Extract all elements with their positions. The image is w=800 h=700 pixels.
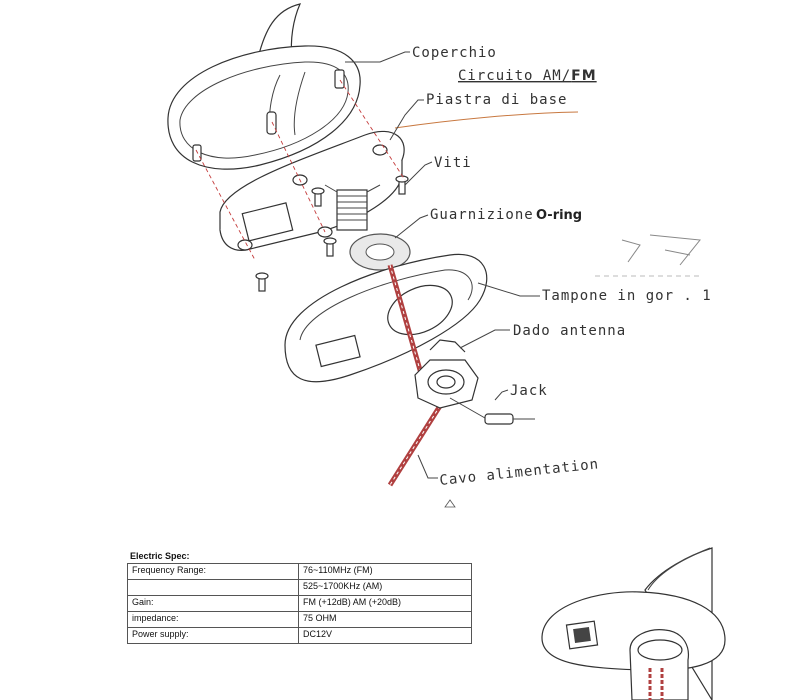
table-row: Frequency Range:76~110MHz (FM): [127, 563, 472, 580]
electric-spec-table: Frequency Range:76~110MHz (FM)525~1700KH…: [127, 563, 472, 644]
cover-part: [167, 3, 361, 170]
label-guarnizione: Guarnizione: [430, 207, 534, 223]
jack-connector: [449, 397, 535, 425]
oring-part: [349, 233, 411, 271]
label-tampone: Tampone in gor . 1: [542, 288, 712, 304]
label-piastra: Piastra di base: [426, 92, 567, 108]
spec-key-cell: [127, 579, 299, 596]
threaded-stud: [324, 184, 381, 231]
table-row: Power supply:DC12V: [127, 627, 472, 644]
label-circuito: Circuito AM/FM: [458, 68, 597, 84]
base-plate-part: [219, 130, 405, 251]
spec-value-cell: 76~110MHz (FM): [298, 563, 472, 580]
label-coperchio: Coperchio: [412, 45, 497, 61]
table-row: 525~1700KHz (AM): [127, 579, 472, 596]
table-row: Gain:FM (+12dB) AM (+20dB): [127, 595, 472, 612]
spec-key-cell: Power supply:: [127, 627, 299, 644]
label-jack: Jack: [510, 383, 548, 399]
triangle-marker-icon: [444, 499, 456, 508]
guide-lines: [195, 79, 406, 261]
spec-key-cell: Gain:: [127, 595, 299, 612]
spec-key-cell: impedance:: [127, 611, 299, 628]
table-row: impedance:75 OHM: [127, 611, 472, 628]
leader-lines: [345, 51, 579, 479]
label-dado: Dado antenna: [513, 323, 626, 339]
label-oring: O-ring: [536, 208, 582, 223]
antenna-nut-part: [414, 339, 479, 409]
spec-key-cell: Frequency Range:: [127, 563, 299, 580]
spec-value-cell: FM (+12dB) AM (+20dB): [298, 595, 472, 612]
assembled-antenna-sketch: [541, 547, 726, 700]
spec-title: Electric Spec:: [130, 551, 190, 561]
scan-artifacts: [595, 234, 702, 277]
label-cavo: Cavo alimentation: [439, 456, 600, 489]
label-viti: Viti: [434, 155, 472, 171]
spec-value-cell: 75 OHM: [298, 611, 472, 628]
spec-value-cell: 525~1700KHz (AM): [298, 579, 472, 596]
spec-value-cell: DC12V: [298, 627, 472, 644]
